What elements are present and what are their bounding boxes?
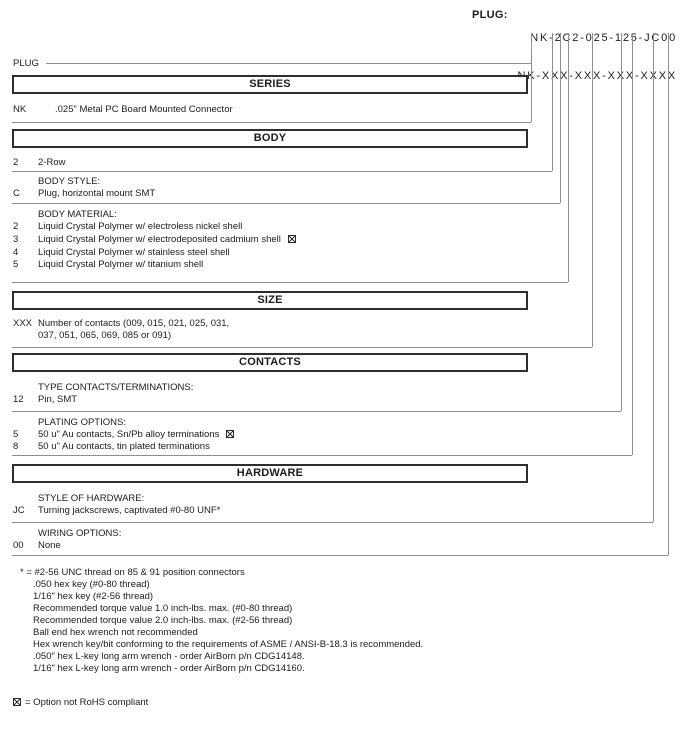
rohs-legend-text: = Option not RoHS compliant [25, 697, 149, 708]
option-row-wiring: 00 None [13, 540, 61, 551]
footnote: Hex wrench key/bit conforming to the req… [33, 639, 424, 650]
rohs-legend: = Option not RoHS compliant [13, 697, 148, 708]
option-desc: Plug, horizontal mount SMT [38, 188, 156, 199]
option-code: 3 [13, 234, 19, 245]
callout-line-plating [632, 33, 633, 455]
footnote: 1/16" hex L-key long arm wrench - order … [33, 663, 305, 674]
footnote: Recommended torque value 2.0 inch-lbs. m… [33, 615, 293, 626]
footnote: 1/16" hex key (#2-56 thread) [33, 591, 154, 602]
subsection-heading-hardware-style: STYLE OF HARDWARE: [38, 493, 145, 504]
callout-line-contacts-type [621, 33, 622, 411]
part-number-mask: NK-XXX-XXX-XXX-XXXX [517, 69, 677, 82]
section-header-body: BODY [12, 129, 528, 148]
option-row-body-material: 3 Liquid Crystal Polymer w/ electrodeposi… [13, 234, 296, 245]
option-code: 8 [13, 441, 19, 452]
option-code: 5 [13, 429, 19, 440]
option-desc: Pin, SMT [38, 394, 78, 405]
callout-line-hardware-style [653, 33, 654, 522]
option-code: JC [13, 505, 25, 516]
option-desc: Liquid Crystal Polymer w/ electroless ni… [38, 221, 243, 232]
option-row-plating: 5 50 u" Au contacts, Sn/Pb alloy terminat… [13, 429, 235, 440]
option-desc: Turning jackscrews, captivated #0-80 UNF… [38, 505, 221, 516]
not-rohs-compliant-icon [287, 235, 296, 243]
subsection-heading-body-style: BODY STYLE: [38, 176, 101, 187]
footnote: * = #2-56 UNC thread on 85 & 91 position… [20, 567, 245, 578]
option-desc-continuation: 037, 051, 065, 069, 085 or 091) [38, 330, 172, 341]
not-rohs-compliant-icon [226, 430, 235, 438]
option-desc: Liquid Crystal Polymer w/ stainless stee… [38, 247, 230, 258]
subsection-heading-body-material: BODY MATERIAL: [38, 209, 117, 220]
option-row-body: 2 2-Row [13, 157, 65, 168]
part-number-example: NK-2C2-025-125-JC00 [530, 32, 677, 44]
subsection-heading-plating: PLATING OPTIONS: [38, 417, 126, 428]
footnote: .050" hex L-key long arm wrench - order … [33, 651, 305, 662]
section-header-size: SIZE [12, 291, 528, 310]
section-header-series: SERIES [12, 75, 528, 94]
subsection-heading-wiring: WIRING OPTIONS: [38, 528, 122, 539]
separator-body-material-bottom [12, 282, 568, 283]
part-number-block: NK-2C2-025-125-JC00 NK-XXX-XXX-XXX-XXXX [517, 7, 677, 107]
option-row-series: NK .025" Metal PC Board Mounted Connector [13, 104, 233, 115]
option-code: 12 [13, 394, 24, 405]
separator-hardware-style-bottom [12, 522, 653, 523]
callout-line-body-row [552, 33, 553, 171]
footnote: .050 hex key (#0-80 thread) [33, 579, 150, 590]
callout-line-series [531, 33, 532, 122]
section-header-contacts: CONTACTS [12, 353, 528, 372]
option-row-plating: 8 50 u" Au contacts, tin plated terminati… [13, 441, 210, 452]
option-desc: 50 u" Au contacts, tin plated terminatio… [38, 441, 210, 452]
option-code: 4 [13, 247, 19, 258]
option-row-contacts-type: 12 Pin, SMT [13, 394, 77, 405]
option-row-hardware-style: JC Turning jackscrews, captivated #0-80 U… [13, 505, 220, 516]
option-code: 2 [13, 157, 19, 168]
callout-line-size [592, 33, 593, 347]
callout-line-body-material [568, 33, 569, 282]
section-header-hardware: HARDWARE [12, 464, 528, 483]
callout-line-wiring [668, 33, 669, 555]
option-code: 2 [13, 221, 19, 232]
footnote: Ball end hex wrench not recommended [33, 627, 198, 638]
separator-wiring-bottom [12, 555, 668, 556]
plug-callout-line [46, 63, 532, 64]
option-desc: Liquid Crystal Polymer w/ titanium shell [38, 259, 204, 270]
option-code: C [13, 188, 20, 199]
separator-body-style-bottom [12, 203, 560, 204]
footnote: Recommended torque value 1.0 inch-lbs. m… [33, 603, 293, 614]
option-desc: None [38, 540, 61, 551]
option-desc: 2-Row [38, 157, 66, 168]
option-code: 00 [13, 540, 24, 551]
plug-part-number-label: PLUG: [472, 9, 508, 21]
not-rohs-compliant-icon [13, 698, 21, 706]
option-row-body-material: 5 Liquid Crystal Polymer w/ titanium shel… [13, 259, 203, 270]
option-code: XXX [13, 318, 33, 329]
option-desc: 50 u" Au contacts, Sn/Pb alloy terminati… [38, 429, 220, 440]
separator-contacts-type-bottom [12, 411, 621, 412]
plug-diagram-label: PLUG [13, 58, 39, 69]
option-desc: .025" Metal PC Board Mounted Connector [55, 104, 233, 115]
callout-line-body-style [560, 33, 561, 203]
separator-plating-bottom [12, 455, 632, 456]
separator-body-row-bottom [12, 171, 552, 172]
option-row-body-material: 2 Liquid Crystal Polymer w/ electroless n… [13, 221, 242, 232]
option-desc: Number of contacts (009, 015, 021, 025, … [38, 318, 230, 329]
separator-series-bottom [12, 122, 531, 123]
option-desc: Liquid Crystal Polymer w/ electrodeposit… [38, 234, 281, 245]
subsection-heading-contacts-type: TYPE CONTACTS/TERMINATIONS: [38, 382, 194, 393]
option-row-size: XXX Number of contacts (009, 015, 021, 02… [13, 318, 229, 329]
separator-size-bottom [12, 347, 592, 348]
option-code: 5 [13, 259, 19, 270]
option-row-body-material: 4 Liquid Crystal Polymer w/ stainless ste… [13, 247, 230, 258]
option-code: NK [13, 104, 27, 115]
option-row-body-style: C Plug, horizontal mount SMT [13, 188, 155, 199]
